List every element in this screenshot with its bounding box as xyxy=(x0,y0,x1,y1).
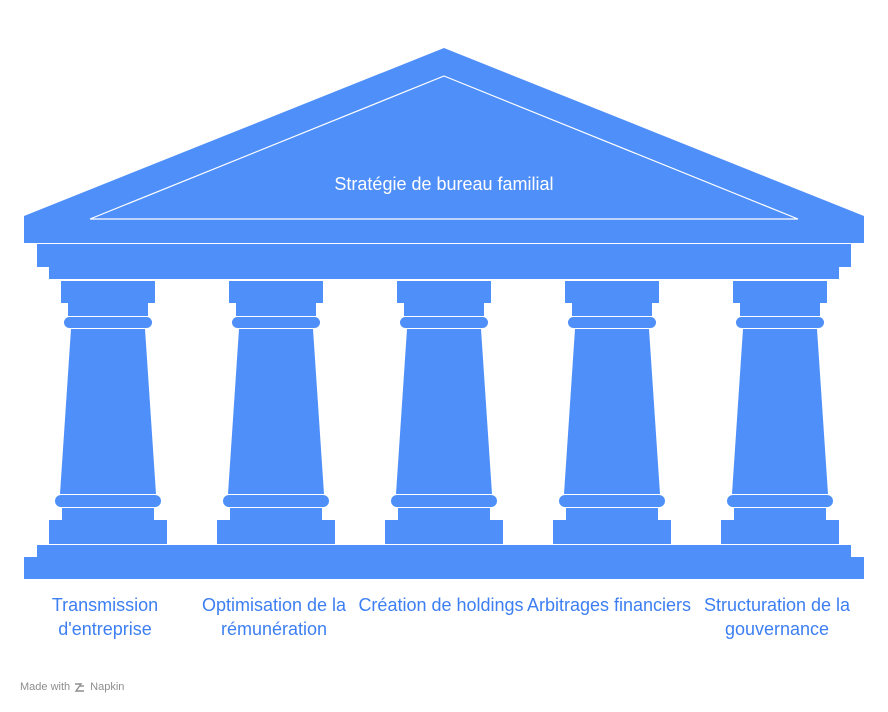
column-4 xyxy=(553,281,671,544)
column-capital xyxy=(229,281,323,303)
roof-pediment xyxy=(24,48,864,243)
column-capital xyxy=(397,281,491,303)
column-2 xyxy=(217,281,335,544)
column-5 xyxy=(721,281,839,544)
made-with-text: Made with xyxy=(20,681,71,693)
column-base-neck xyxy=(734,508,826,520)
pillar-label-3: Création de holdings xyxy=(358,595,524,615)
column-base-ring xyxy=(559,495,665,507)
column-base-ring xyxy=(223,495,329,507)
pillar-label-1: Transmission d'entreprise xyxy=(51,595,159,639)
napkin-logo-icon xyxy=(74,682,85,692)
column-plinth xyxy=(553,520,671,544)
column-plinth xyxy=(385,520,503,544)
column-shaft xyxy=(60,329,156,494)
column-capital-ring xyxy=(64,317,152,328)
column-shaft xyxy=(564,329,660,494)
column-capital xyxy=(733,281,827,303)
column-base-ring xyxy=(727,495,833,507)
pillar-label-2: Optimisation de la rémunération xyxy=(201,595,347,639)
architrave xyxy=(49,267,839,279)
column-capital-neck xyxy=(236,303,316,316)
column-base-neck xyxy=(62,508,154,520)
column-base-ring xyxy=(391,495,497,507)
column-plinth xyxy=(721,520,839,544)
made-with-napkin: Made with Napkin xyxy=(20,680,124,694)
pillar-label-4: Arbitrages financiers xyxy=(526,595,692,615)
pillar-label-5: Structuration de la gouvernance xyxy=(703,595,851,639)
column-shaft xyxy=(732,329,828,494)
pediment-inner-outline xyxy=(89,75,799,220)
column-3 xyxy=(385,281,503,544)
column-base-neck xyxy=(566,508,658,520)
column-capital xyxy=(565,281,659,303)
column-shaft xyxy=(228,329,324,494)
column-capital-neck xyxy=(572,303,652,316)
column-capital-neck xyxy=(740,303,820,316)
column-plinth xyxy=(49,520,167,544)
column-base-ring xyxy=(55,495,161,507)
column-shaft xyxy=(396,329,492,494)
column-capital-neck xyxy=(404,303,484,316)
column-capital-ring xyxy=(736,317,824,328)
column-capital-neck xyxy=(68,303,148,316)
column-1 xyxy=(49,281,167,544)
diagram-title: Stratégie de bureau familial xyxy=(334,174,554,194)
napkin-brand-text: Napkin xyxy=(90,681,125,693)
column-plinth xyxy=(217,520,335,544)
column-capital-ring xyxy=(400,317,488,328)
entablature xyxy=(37,244,851,267)
column-capital-ring xyxy=(568,317,656,328)
column-base-neck xyxy=(398,508,490,520)
stylobate-top xyxy=(37,545,851,557)
stylobate-base xyxy=(24,557,864,579)
column-capital xyxy=(61,281,155,303)
column-base-neck xyxy=(230,508,322,520)
column-capital-ring xyxy=(232,317,320,328)
